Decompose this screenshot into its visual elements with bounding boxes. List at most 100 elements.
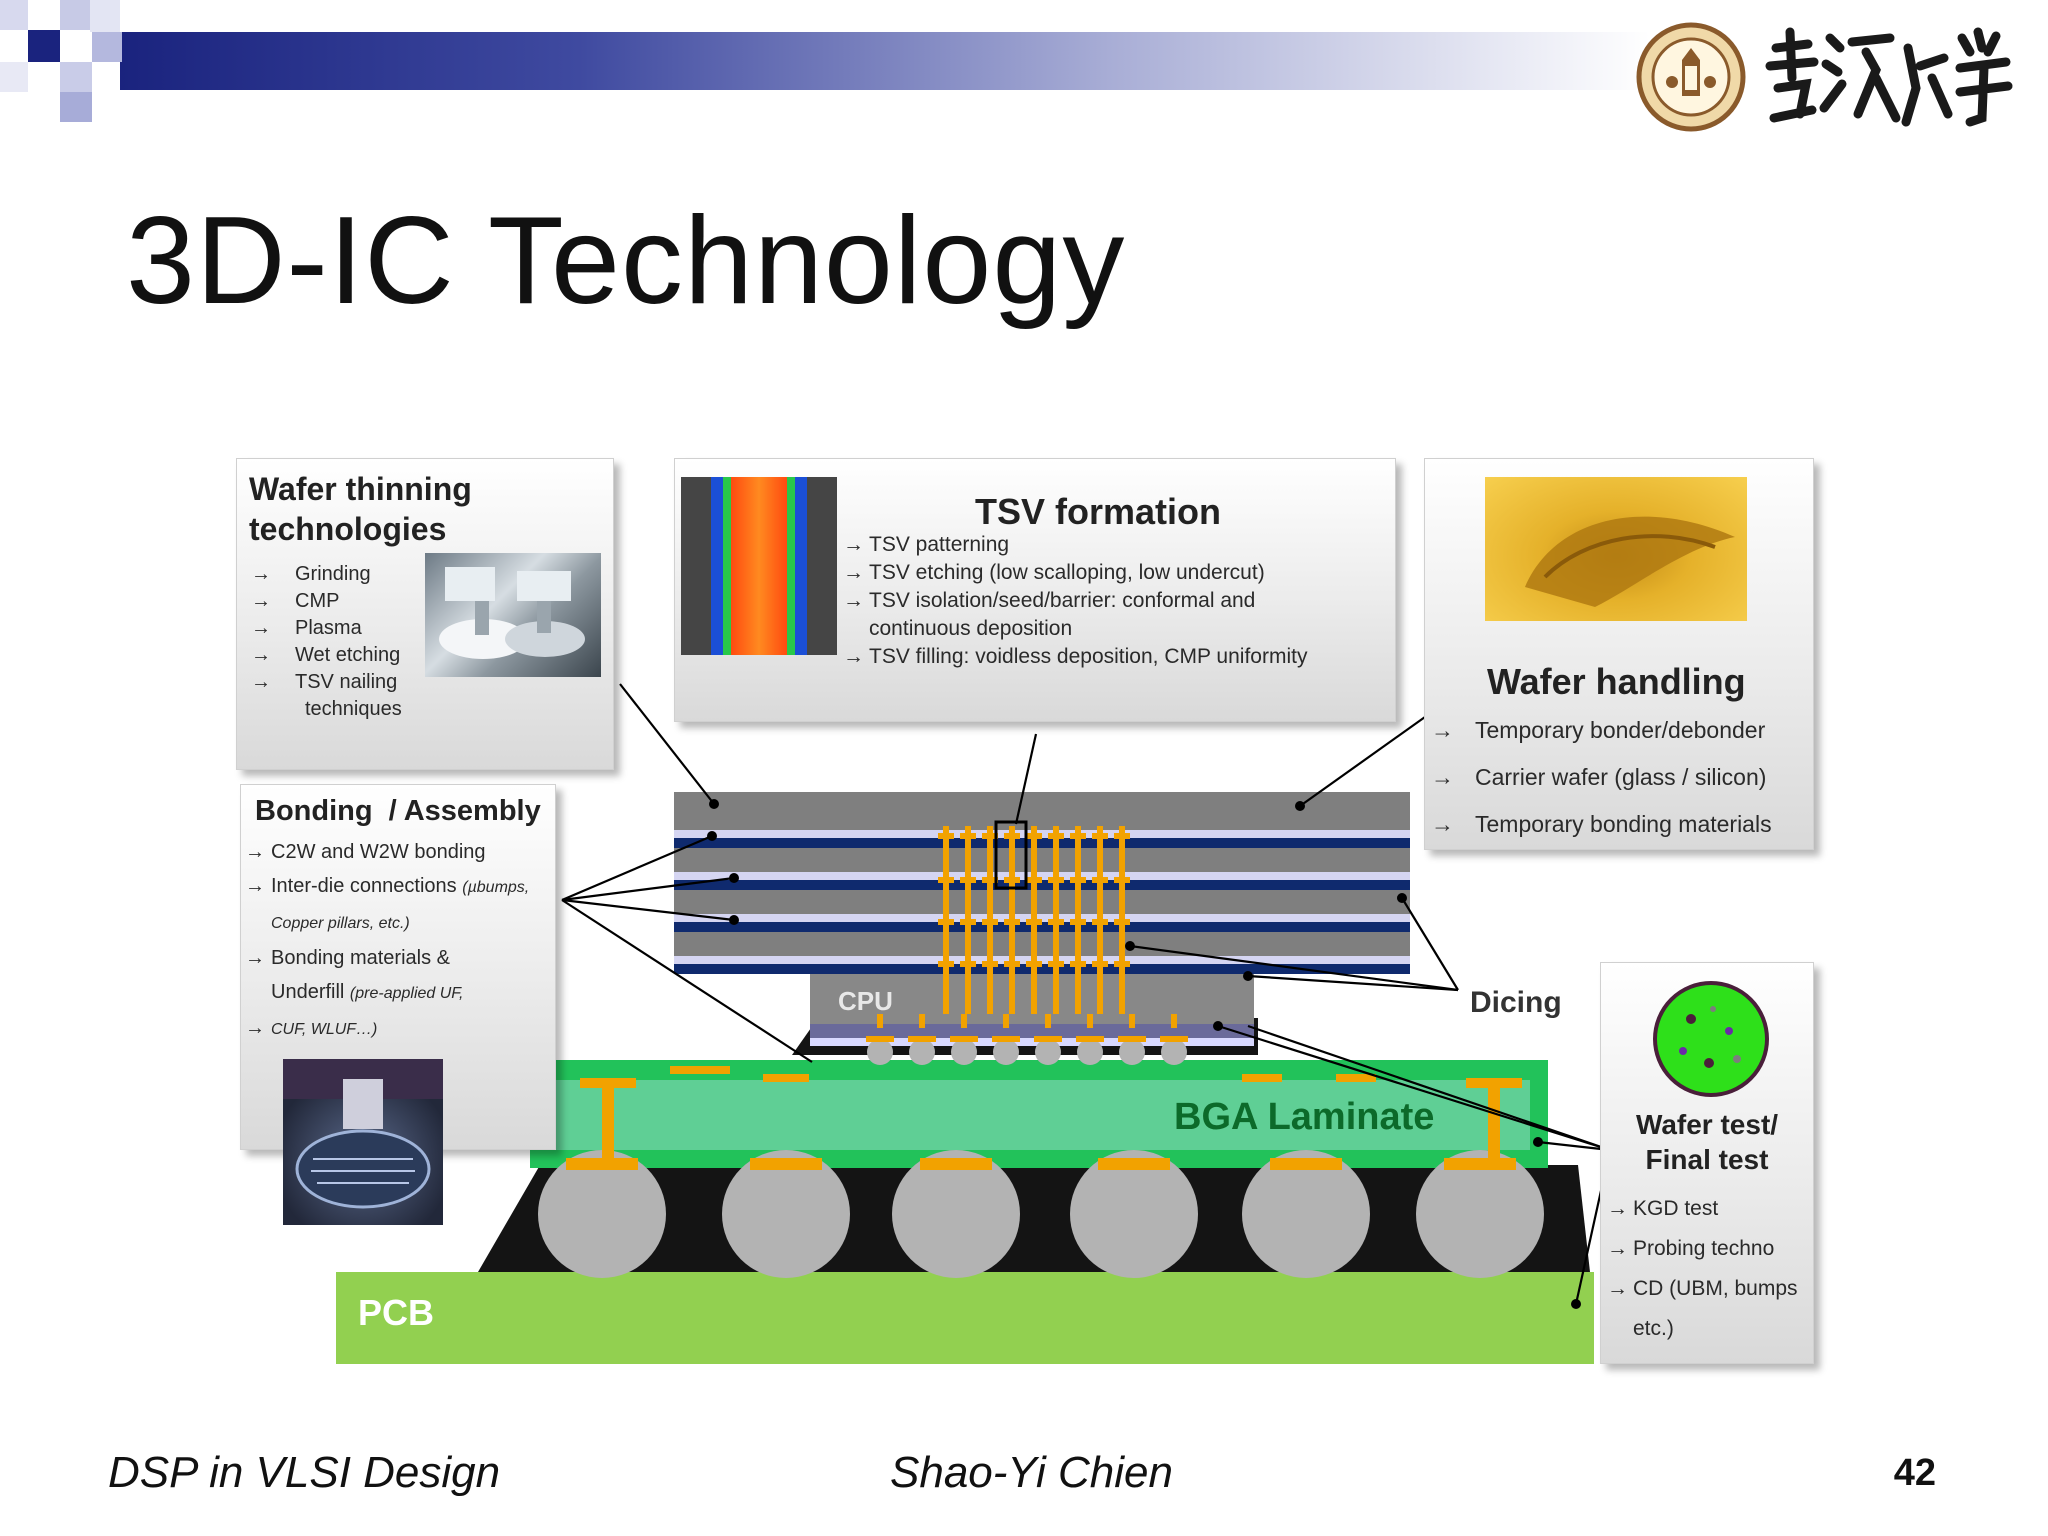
tsv-highlight-box [994, 820, 1028, 890]
cpu-bump [867, 1039, 893, 1065]
wafer-test-item: →Probing techno [1607, 1229, 1798, 1269]
laminate-trace [751, 1160, 821, 1168]
arrow-icon: → [843, 645, 864, 668]
solder-ball [538, 1150, 666, 1278]
tsv-array [866, 826, 1188, 1065]
tsv-formation-item: →TSV filling: voidless deposition, CMP u… [843, 643, 1307, 671]
cpu-bump-pillar [1087, 1014, 1093, 1028]
wafer-thinning-item: →TSV nailing [251, 669, 402, 696]
solder-ball [1416, 1150, 1544, 1278]
micro-bump [1048, 919, 1064, 925]
cpu-die-pad [810, 1038, 1254, 1046]
stacked-dies [674, 792, 1410, 974]
leader-dots [707, 799, 1581, 1309]
arrow-icon: → [251, 563, 271, 585]
cpu-bump-pillar [1171, 1014, 1177, 1028]
cpu-bump-pillar [919, 1014, 925, 1028]
arrow-icon: → [1607, 1197, 1628, 1220]
laminate-trace [921, 1160, 991, 1168]
tsv-formation-item: continuous deposition [869, 617, 1073, 640]
wafer-thinning-panel: Wafer thinning technologies →Grinding →C… [236, 458, 614, 770]
micro-bump [1026, 833, 1042, 839]
micro-bump [1004, 833, 1020, 839]
laminate-via [1488, 1082, 1500, 1166]
micro-bump [938, 833, 954, 839]
header-band [120, 32, 1650, 90]
arrow-icon: → [251, 590, 271, 612]
arrow-icon: → [843, 533, 864, 556]
cpu-bump-pad [866, 1036, 894, 1042]
leader-lines [561, 683, 1612, 1305]
cpu-bump-pillar [1045, 1014, 1051, 1028]
arrow-icon: → [1431, 811, 1454, 837]
solder-ball [722, 1150, 850, 1278]
micro-bump [1070, 877, 1086, 883]
solder-ball [1070, 1150, 1198, 1278]
micro-bump [982, 919, 998, 925]
micro-bump [1114, 877, 1130, 883]
wafer-handling-panel: Wafer handling →Temporary bonder/debonde… [1424, 458, 1814, 850]
bga-laminate-inner [548, 1080, 1530, 1150]
cpu-bump-pillar [1003, 1014, 1009, 1028]
tsv-cross-section-image [681, 477, 837, 655]
micro-bump [938, 919, 954, 925]
cpu-bump-pillar [961, 1014, 967, 1028]
solder-ball [1242, 1150, 1370, 1278]
cpu-bump [1119, 1039, 1145, 1065]
footer-author: Shao-Yi Chien [890, 1448, 1173, 1497]
micro-bump [960, 833, 976, 839]
wafer-thinning-item: techniques [305, 698, 402, 720]
micro-bump [1092, 877, 1108, 883]
cpu-bump-pad [1160, 1036, 1188, 1042]
micro-bump [1070, 919, 1086, 925]
tsv-formation-panel: TSV formation →TSV patterning →TSV etchi… [674, 458, 1396, 722]
laminate-pad [1466, 1078, 1522, 1088]
bonding-item: →Inter-die connections (µbumps, [245, 869, 529, 905]
micro-bump [1026, 877, 1042, 883]
micro-bump [1092, 961, 1108, 967]
cpu-bump [951, 1039, 977, 1065]
wafer-map-icon [1651, 979, 1771, 1099]
micro-bump [1114, 919, 1130, 925]
bonding-tool-photo [283, 1059, 443, 1225]
cpu-bump-pillar [877, 1014, 883, 1028]
micro-bump [1048, 833, 1064, 839]
cpu-bump-pad [1034, 1036, 1062, 1042]
micro-bump [960, 919, 976, 925]
arrow-icon: → [843, 589, 864, 612]
cpu-bump-pad [1076, 1036, 1104, 1042]
laminate-trace [1242, 1074, 1282, 1082]
cpu-bump [1161, 1039, 1187, 1065]
micro-bump [1092, 919, 1108, 925]
tsv-formation-heading: TSV formation [975, 491, 1222, 532]
wafer-handling-heading: Wafer handling [1487, 661, 1746, 702]
cpu-bump [1035, 1039, 1061, 1065]
university-calligraphy-logo [1756, 18, 2016, 138]
laminate-pad [580, 1078, 636, 1088]
cpu-bump-pad [1118, 1036, 1146, 1042]
page-number: 42 [1893, 1452, 1936, 1494]
arrow-icon: → [251, 644, 271, 666]
micro-bump [1004, 877, 1020, 883]
wafer-handling-item: →Temporary bonder/debonder [1431, 707, 1772, 754]
wafer-handling-photo [1485, 477, 1747, 621]
micro-bump [938, 961, 954, 967]
laminate-trace [763, 1074, 809, 1082]
micro-bump [1070, 833, 1086, 839]
arrow-icon: → [1607, 1277, 1628, 1300]
cpu-label: CPU [838, 986, 893, 1016]
bonding-item: →CUF, WLUF…) [245, 1011, 529, 1047]
cpu-bump-pad [908, 1036, 936, 1042]
cpu-bump [993, 1039, 1019, 1065]
micro-bump [1026, 919, 1042, 925]
cpu-bump [1077, 1039, 1103, 1065]
bonding-item: →Bonding materials & [245, 941, 529, 975]
wafer-test-item: →KGD test [1607, 1189, 1798, 1229]
micro-bump [982, 877, 998, 883]
arrow-icon: → [251, 617, 271, 639]
cpu-bump-pad [950, 1036, 978, 1042]
bonding-item: →C2W and W2W bonding [245, 835, 529, 869]
micro-bump [1048, 961, 1064, 967]
laminate-trace [1336, 1074, 1376, 1082]
tsv-formation-item: →TSV isolation/seed/barrier: conformal a… [843, 587, 1307, 615]
